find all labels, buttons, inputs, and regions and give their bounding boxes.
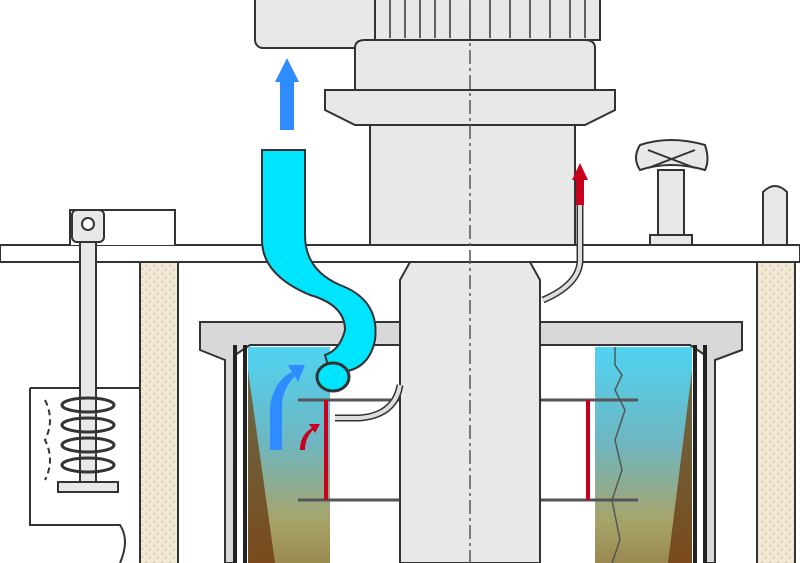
spring-mechanism [29, 209, 141, 563]
motor-neck [369, 124, 576, 248]
inlet-nozzle [315, 361, 351, 393]
baffle-edge [611, 347, 626, 563]
small-post [762, 185, 788, 246]
return-arrow-icon [300, 424, 320, 450]
spring-rod [79, 241, 97, 483]
motor-collar [354, 39, 596, 91]
top-plate [0, 244, 800, 263]
right-sediment [668, 370, 692, 563]
spring-coil [60, 396, 116, 474]
vent-arrow-icon [572, 163, 588, 205]
outflow-arrow-icon [275, 58, 299, 130]
upflow-arrow-icon [270, 365, 305, 450]
handwheel-knob[interactable] [635, 139, 709, 246]
bowl [199, 321, 743, 563]
motor-fins [374, 0, 601, 41]
left-insulated-wall [139, 261, 179, 563]
left-sediment [248, 370, 275, 563]
motor [254, 0, 616, 248]
right-insulated-wall [756, 261, 796, 563]
